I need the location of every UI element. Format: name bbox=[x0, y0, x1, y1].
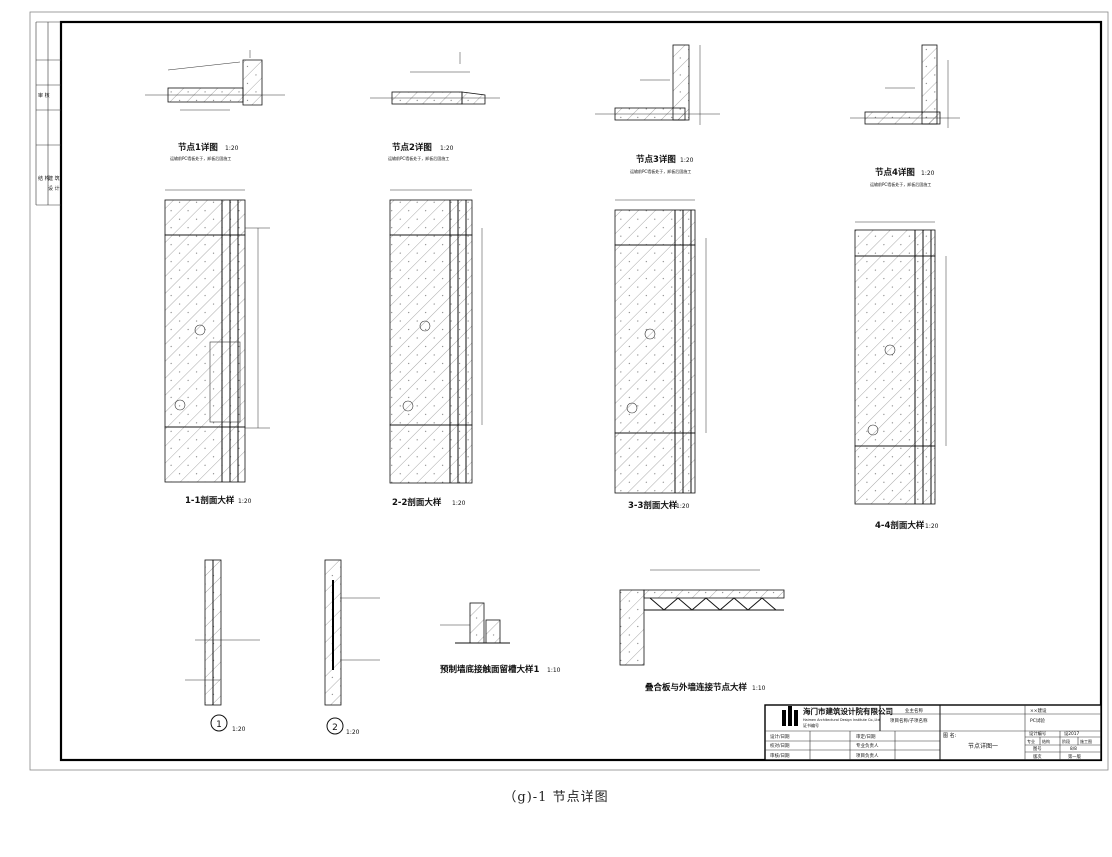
node4-note: 运输前PC墙板处于，卸板后固施工 bbox=[870, 181, 931, 187]
section1-title: 1-1剖面大样 bbox=[185, 495, 235, 506]
detail2: 2 1:20 bbox=[324, 559, 380, 736]
sheet-no-value: 8/8 bbox=[1070, 746, 1077, 752]
left-strip: 审 核 结 构 建 筑 设 计 bbox=[35, 21, 61, 206]
owner-value: ××建设 bbox=[1030, 707, 1047, 714]
node1-note: 运输前PC墙板处于，卸板后固施工 bbox=[170, 155, 231, 161]
row-left-2: 校对/日期 bbox=[770, 742, 790, 749]
strip-label-2: 结 构 bbox=[38, 175, 50, 182]
section1-scale: 1:20 bbox=[238, 498, 252, 505]
row-left-1: 设计/日期 bbox=[770, 733, 790, 740]
node3-note: 运输前PC墙板处于，卸板后固施工 bbox=[630, 168, 691, 174]
revision-value: 第一版 bbox=[1068, 753, 1082, 760]
strip-label-3: 建 筑 bbox=[48, 175, 60, 182]
drawing-label: 图 名: bbox=[943, 732, 957, 739]
detail4-scale: 1:10 bbox=[752, 685, 766, 692]
sheet-no-label: 图号 bbox=[1033, 746, 1042, 752]
detail1: 1 1:20 bbox=[185, 559, 260, 733]
owner-label: 业主名称 bbox=[905, 707, 923, 714]
node3-title: 节点3详图 bbox=[636, 154, 676, 165]
section4-scale: 1:20 bbox=[925, 523, 939, 530]
node2-note: 运输前PC墙板处于，卸板后固施工 bbox=[388, 155, 449, 161]
node2-detail: 节点2详图 1:20 运输前PC墙板处于，卸板后固施工 bbox=[370, 52, 500, 161]
outer-frame bbox=[29, 11, 1109, 771]
strip-label-1: 审 核 bbox=[38, 92, 50, 99]
section3-scale: 1:20 bbox=[676, 503, 690, 510]
company-logo bbox=[782, 706, 798, 726]
company-name: 海门市建筑设计院有限公司 bbox=[803, 706, 893, 716]
row-mid-2: 专业负责人 bbox=[856, 742, 879, 749]
detail3: 预制墙底接触面留槽大样1 1:10 bbox=[440, 602, 561, 675]
detail4: 叠合板与外墙连接节点大样 1:10 bbox=[619, 569, 785, 693]
section4-title: 4-4剖面大样 bbox=[875, 520, 925, 531]
drawing-border bbox=[59, 20, 1103, 762]
detail4-title: 叠合板与外墙连接节点大样 bbox=[645, 682, 748, 693]
strip-label-4: 设 计 bbox=[48, 185, 60, 192]
detail1-scale: 1:20 bbox=[232, 726, 246, 733]
section4-detail: 4-4剖面大样 1:20 bbox=[854, 221, 947, 531]
company-name-en: Haimen Architectural Design Institute Co… bbox=[803, 718, 880, 722]
detail2-mark: 2 bbox=[332, 723, 338, 733]
node3-scale: 1:20 bbox=[680, 157, 694, 164]
node3-detail: 节点3详图 1:20 运输前PC墙板处于，卸板后固施工 bbox=[595, 44, 720, 174]
section2-detail: 2-2剖面大样 1:20 bbox=[389, 189, 483, 508]
node1-scale: 1:20 bbox=[225, 145, 239, 152]
company-cert: 证书编号 bbox=[803, 722, 819, 728]
node4-detail: 节点4详图 1:20 运输前PC墙板处于，卸板后固施工 bbox=[850, 44, 960, 187]
row-mid-1: 审定/日期 bbox=[856, 733, 876, 740]
node4-title: 节点4详图 bbox=[875, 167, 915, 178]
detail3-title: 预制墙底接触面留槽大样1 bbox=[440, 664, 540, 675]
row-mid-3: 项目负责人 bbox=[856, 752, 879, 759]
row-left-3: 审核/日期 bbox=[770, 752, 790, 759]
node2-title: 节点2详图 bbox=[392, 142, 432, 153]
figure-caption: （g)-1 节点详图 bbox=[503, 790, 609, 805]
detail2-scale: 1:20 bbox=[346, 729, 360, 736]
discipline-label: 专业 bbox=[1027, 738, 1035, 744]
node1-detail: 节点1详图 1:20 运输前PC墙板处于，卸板后固施工 bbox=[145, 50, 285, 161]
node1-title: 节点1详图 bbox=[178, 142, 218, 153]
section2-scale: 1:20 bbox=[452, 500, 466, 507]
detail3-scale: 1:10 bbox=[547, 667, 561, 674]
design-no-value: 设2017 bbox=[1064, 730, 1079, 737]
detail1-mark: 1 bbox=[216, 720, 222, 730]
design-no-label: 设计编号 bbox=[1029, 730, 1046, 737]
drawing-value: 节点详图一 bbox=[968, 742, 998, 750]
stage-label: 阶段 bbox=[1062, 738, 1070, 744]
section1-detail: 1-1剖面大样 1:20 bbox=[164, 189, 270, 506]
section3-title: 3-3剖面大样 bbox=[628, 500, 678, 511]
revision-label: 版次 bbox=[1033, 753, 1042, 760]
section3-detail: 3-3剖面大样 1:20 bbox=[614, 199, 707, 511]
project-value: PC试验 bbox=[1030, 717, 1045, 724]
discipline-value: 结构 bbox=[1042, 738, 1050, 744]
project-label: 项目名称/子项名称 bbox=[890, 717, 928, 724]
section2-title: 2-2剖面大样 bbox=[392, 497, 442, 508]
stage-value: 施工图 bbox=[1080, 738, 1092, 744]
title-block: 海门市建筑设计院有限公司 Haimen Architectural Design… bbox=[764, 704, 1102, 761]
node2-scale: 1:20 bbox=[440, 145, 454, 152]
node4-scale: 1:20 bbox=[921, 170, 935, 177]
